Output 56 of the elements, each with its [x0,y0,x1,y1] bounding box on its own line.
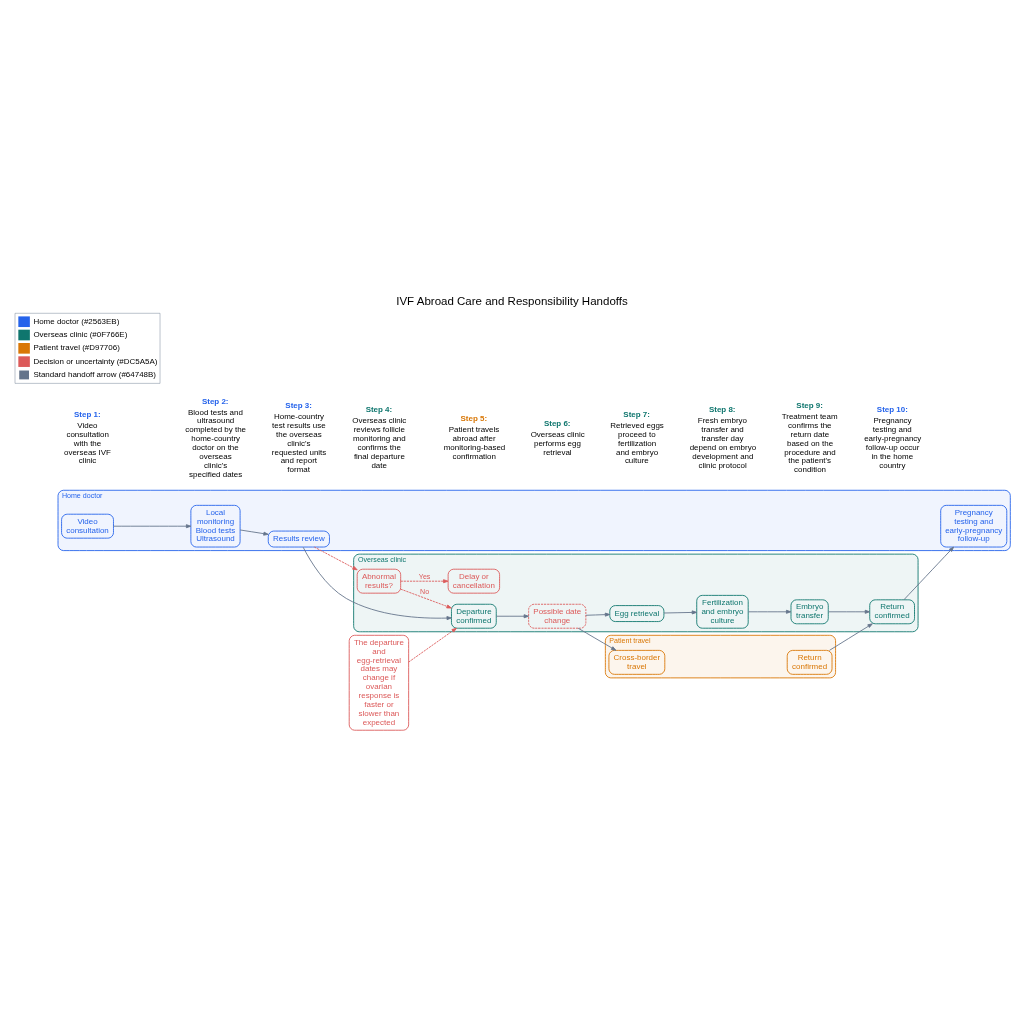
label: Treatment team confirms the return date based on the procedure and the patient's condition [781,412,838,475]
label: Overseas clinic performs egg retrieval [530,429,585,457]
label: Step 9: [796,400,823,410]
node-box: Delay or cancellation [447,568,501,594]
arrow [313,546,358,571]
legend-label: Home doctor (#2563EB) [33,316,120,326]
label: Step 6: [543,418,571,428]
legend-label: Overseas clinic (#0F766E) [33,329,128,339]
node-box: Fertilization and embryo culture [696,594,749,629]
arrow [828,623,873,651]
node-box: The departure and egg-retrieval dates may change if ovarian response is faster or slower than expected [348,634,410,731]
label: Fresh embryo transfer and transfer day depend on embryo development and clinic protocol [689,416,757,470]
arrow [585,612,611,617]
arrow [827,609,871,614]
arrow [302,546,452,621]
legend-label: Patient travel (#D97706) [33,343,120,353]
label: Patient travels abroad after monitoring-based confirmation [443,425,506,461]
label: Overseas clinic reviews follicle monitoring and confirms the final departure date [352,416,407,470]
arrow [113,524,192,529]
label: Step 10: [876,405,908,415]
legend-label: Decision or uncertainty (#DC5A5A) [33,356,158,366]
arrow [903,546,954,601]
node-box: Return confirmed [869,599,915,625]
node-box: Pregnancy testing and early-pregnancy follow-up [940,504,1008,548]
label: Pregnancy testing and early-pregnancy follow-up occur in the home country [864,416,922,470]
label: Step 8: [708,405,736,415]
diagram-title: IVF Abroad Care and Responsibility Handoffs [396,294,628,307]
node-box: Abnormal results? [356,568,402,594]
node-box: Return confirmed [786,649,833,675]
legend-label: Standard handoff arrow (#64748B) [33,369,156,379]
arrow [747,609,792,614]
node-box: Embryo transfer [790,599,829,625]
node-box: Results review [267,530,330,548]
arrow [400,588,452,609]
label: Step 1: [74,409,101,419]
node-box: Possible date change [528,603,587,629]
node-box: Egg retrieval [609,605,665,622]
arrow [495,614,529,619]
label: Video consultation with the overseas IVF clinic [64,420,111,466]
node-box: Cross-border travel [608,649,666,675]
arrow [577,627,617,651]
label: Step 3: [285,400,312,410]
label: Step 2: [201,396,229,406]
arrow [663,610,698,615]
arrow [408,627,457,663]
label: Step 4: [365,405,393,415]
node-box: Video consultation [61,513,114,539]
node-box: Local monitoring Blood tests Ultrasound [190,504,241,548]
label: Blood tests and ultrasound completed by the home-country doctor on the overseas clinic's specified dates [185,407,247,479]
label: Step 5: [460,414,488,424]
arrow [239,529,269,536]
label: Retrieved eggs proceed to fertilization and embryo culture [610,420,664,466]
label: Step 7: [623,409,650,419]
node-box: Departure confirmed [451,603,497,629]
label: Home-country test results use the overseas clinic's requested units and report format [271,412,327,475]
arrow [400,579,449,584]
